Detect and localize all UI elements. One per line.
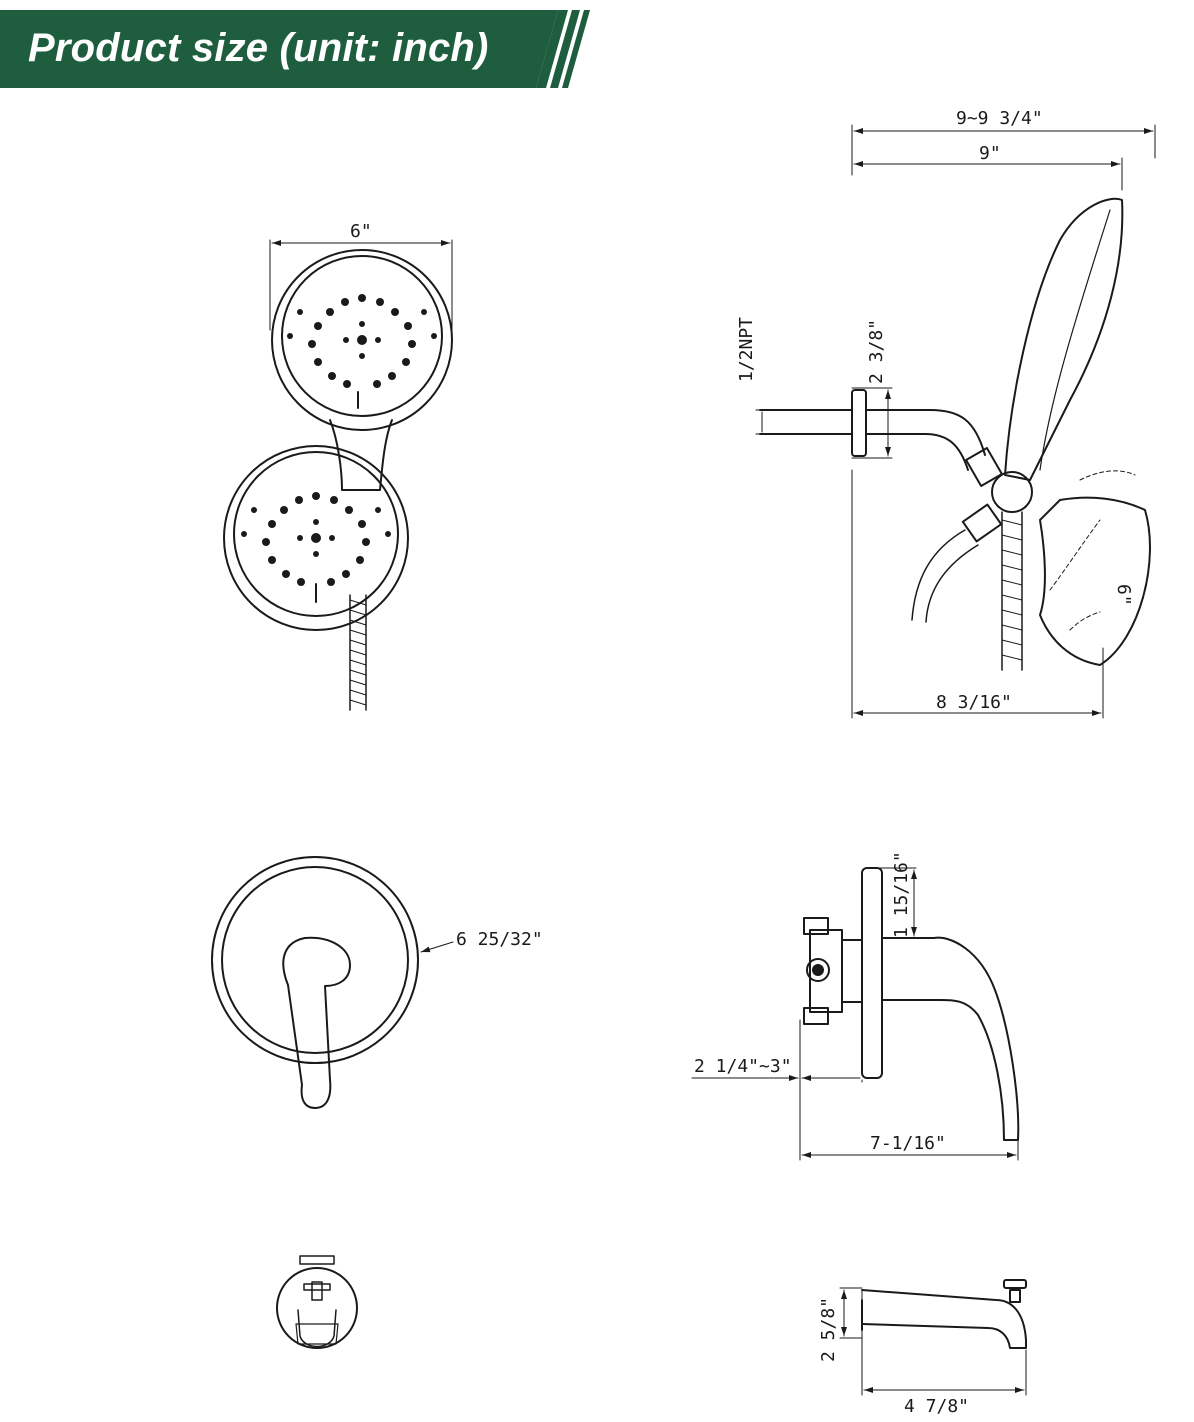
trim-front-view bbox=[211, 856, 454, 1109]
dim-spout-height: 2 5/8" bbox=[818, 1296, 839, 1362]
spout-side-view bbox=[839, 1279, 1027, 1396]
dim-spout-length: 4 7/8" bbox=[904, 1396, 970, 1417]
dim-rain-head-diameter: 6" bbox=[1113, 584, 1134, 606]
page-title: Product size (unit: inch) bbox=[28, 26, 489, 70]
dim-valve-total-depth: 7-1/16" bbox=[870, 1133, 946, 1154]
dim-pipe-thread: 1/2NPT bbox=[736, 316, 757, 382]
dim-handshower-width: 6" bbox=[350, 221, 372, 242]
spout-front-view bbox=[276, 1255, 358, 1349]
shower-front-view bbox=[223, 239, 453, 711]
dim-flange-height: 2 3/8" bbox=[866, 318, 887, 384]
title-banner bbox=[0, 10, 590, 88]
valve-side-view bbox=[691, 867, 1020, 1161]
dim-bottom-depth: 8 3/16" bbox=[936, 692, 1012, 713]
shower-side-view bbox=[755, 124, 1156, 719]
dim-valve-depth-range: 2 1/4"~3" bbox=[694, 1056, 792, 1077]
dim-overall-depth-range: 9~9 3/4" bbox=[956, 108, 1043, 129]
dim-overall-depth: 9" bbox=[979, 143, 1001, 164]
dim-valve-top: 1 15/16" bbox=[891, 851, 912, 938]
dim-trim-diameter: 6 25/32" bbox=[456, 929, 543, 950]
